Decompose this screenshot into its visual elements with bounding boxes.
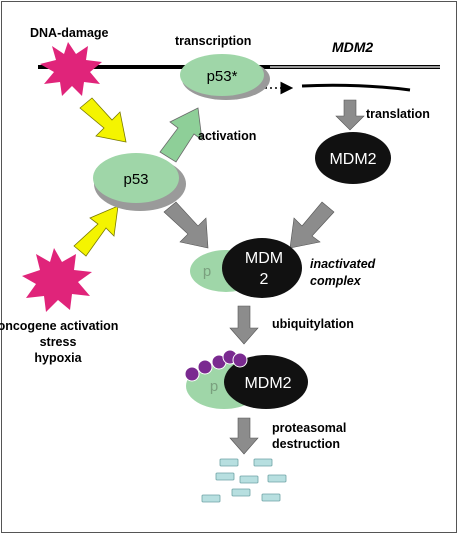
complex-p53-label: p bbox=[203, 263, 211, 280]
activation-label: activation bbox=[198, 129, 256, 143]
ubiquitin-1 bbox=[184, 366, 200, 382]
stress-label-line1: oncogene activation bbox=[0, 319, 118, 333]
stress-burst-icon bbox=[22, 248, 92, 312]
fragment bbox=[261, 493, 281, 502]
translation-label: translation bbox=[366, 107, 430, 121]
ubiquitylation-arrow bbox=[229, 305, 259, 345]
translation-arrow bbox=[335, 99, 365, 131]
fragment bbox=[231, 488, 251, 497]
activation-arrow bbox=[159, 107, 203, 163]
gene-label: MDM2 bbox=[332, 39, 373, 55]
degradation-fragments bbox=[201, 458, 287, 503]
ub-mdm2-label: MDM2 bbox=[244, 375, 291, 392]
p53-label: p53 bbox=[123, 171, 148, 188]
mrna-strand bbox=[301, 83, 411, 92]
p53-node bbox=[93, 153, 179, 203]
proteasomal-label-line1: proteasomal bbox=[272, 421, 346, 435]
fragment bbox=[253, 458, 273, 467]
ubiquitylation-label: ubiquitylation bbox=[272, 317, 354, 331]
mdm2-protein-label: MDM2 bbox=[329, 151, 376, 168]
fragment bbox=[201, 494, 221, 503]
dna-damage-label: DNA-damage bbox=[30, 26, 109, 40]
stress-label-line2: stress bbox=[40, 335, 77, 349]
inactivated-label-line1: inactivated bbox=[310, 257, 376, 271]
p53-active-node bbox=[180, 54, 264, 96]
fragment bbox=[219, 458, 239, 467]
inactivated-label-line2: complex bbox=[310, 274, 362, 288]
fragment bbox=[215, 472, 235, 481]
transcription-label: transcription bbox=[175, 34, 251, 48]
ub-mdm2-node bbox=[224, 355, 308, 409]
p53-to-complex-arrow bbox=[163, 201, 209, 249]
p53-active-label: p53* bbox=[207, 68, 238, 85]
ubiquitin-5 bbox=[232, 352, 248, 368]
dna-damage-burst-icon bbox=[40, 42, 102, 96]
stress-label-line3: hypoxia bbox=[34, 351, 82, 365]
proteasomal-label-line2: destruction bbox=[272, 437, 340, 451]
dna-damage-to-p53-arrow bbox=[79, 97, 127, 143]
complex-mdm2-label-line2: 2 bbox=[260, 271, 269, 288]
mdm2-to-complex-arrow bbox=[289, 201, 335, 249]
complex-mdm2-node bbox=[222, 238, 302, 298]
fragment bbox=[267, 474, 287, 483]
complex-mdm2-label-line1: MDM bbox=[245, 250, 283, 267]
proteasomal-arrow bbox=[229, 417, 259, 455]
stress-to-p53-arrow bbox=[73, 205, 119, 257]
mdm2-protein-node bbox=[315, 132, 391, 184]
ubiquitin-2 bbox=[197, 359, 213, 375]
ub-p53-label: p bbox=[210, 378, 218, 395]
fragment bbox=[239, 475, 259, 484]
